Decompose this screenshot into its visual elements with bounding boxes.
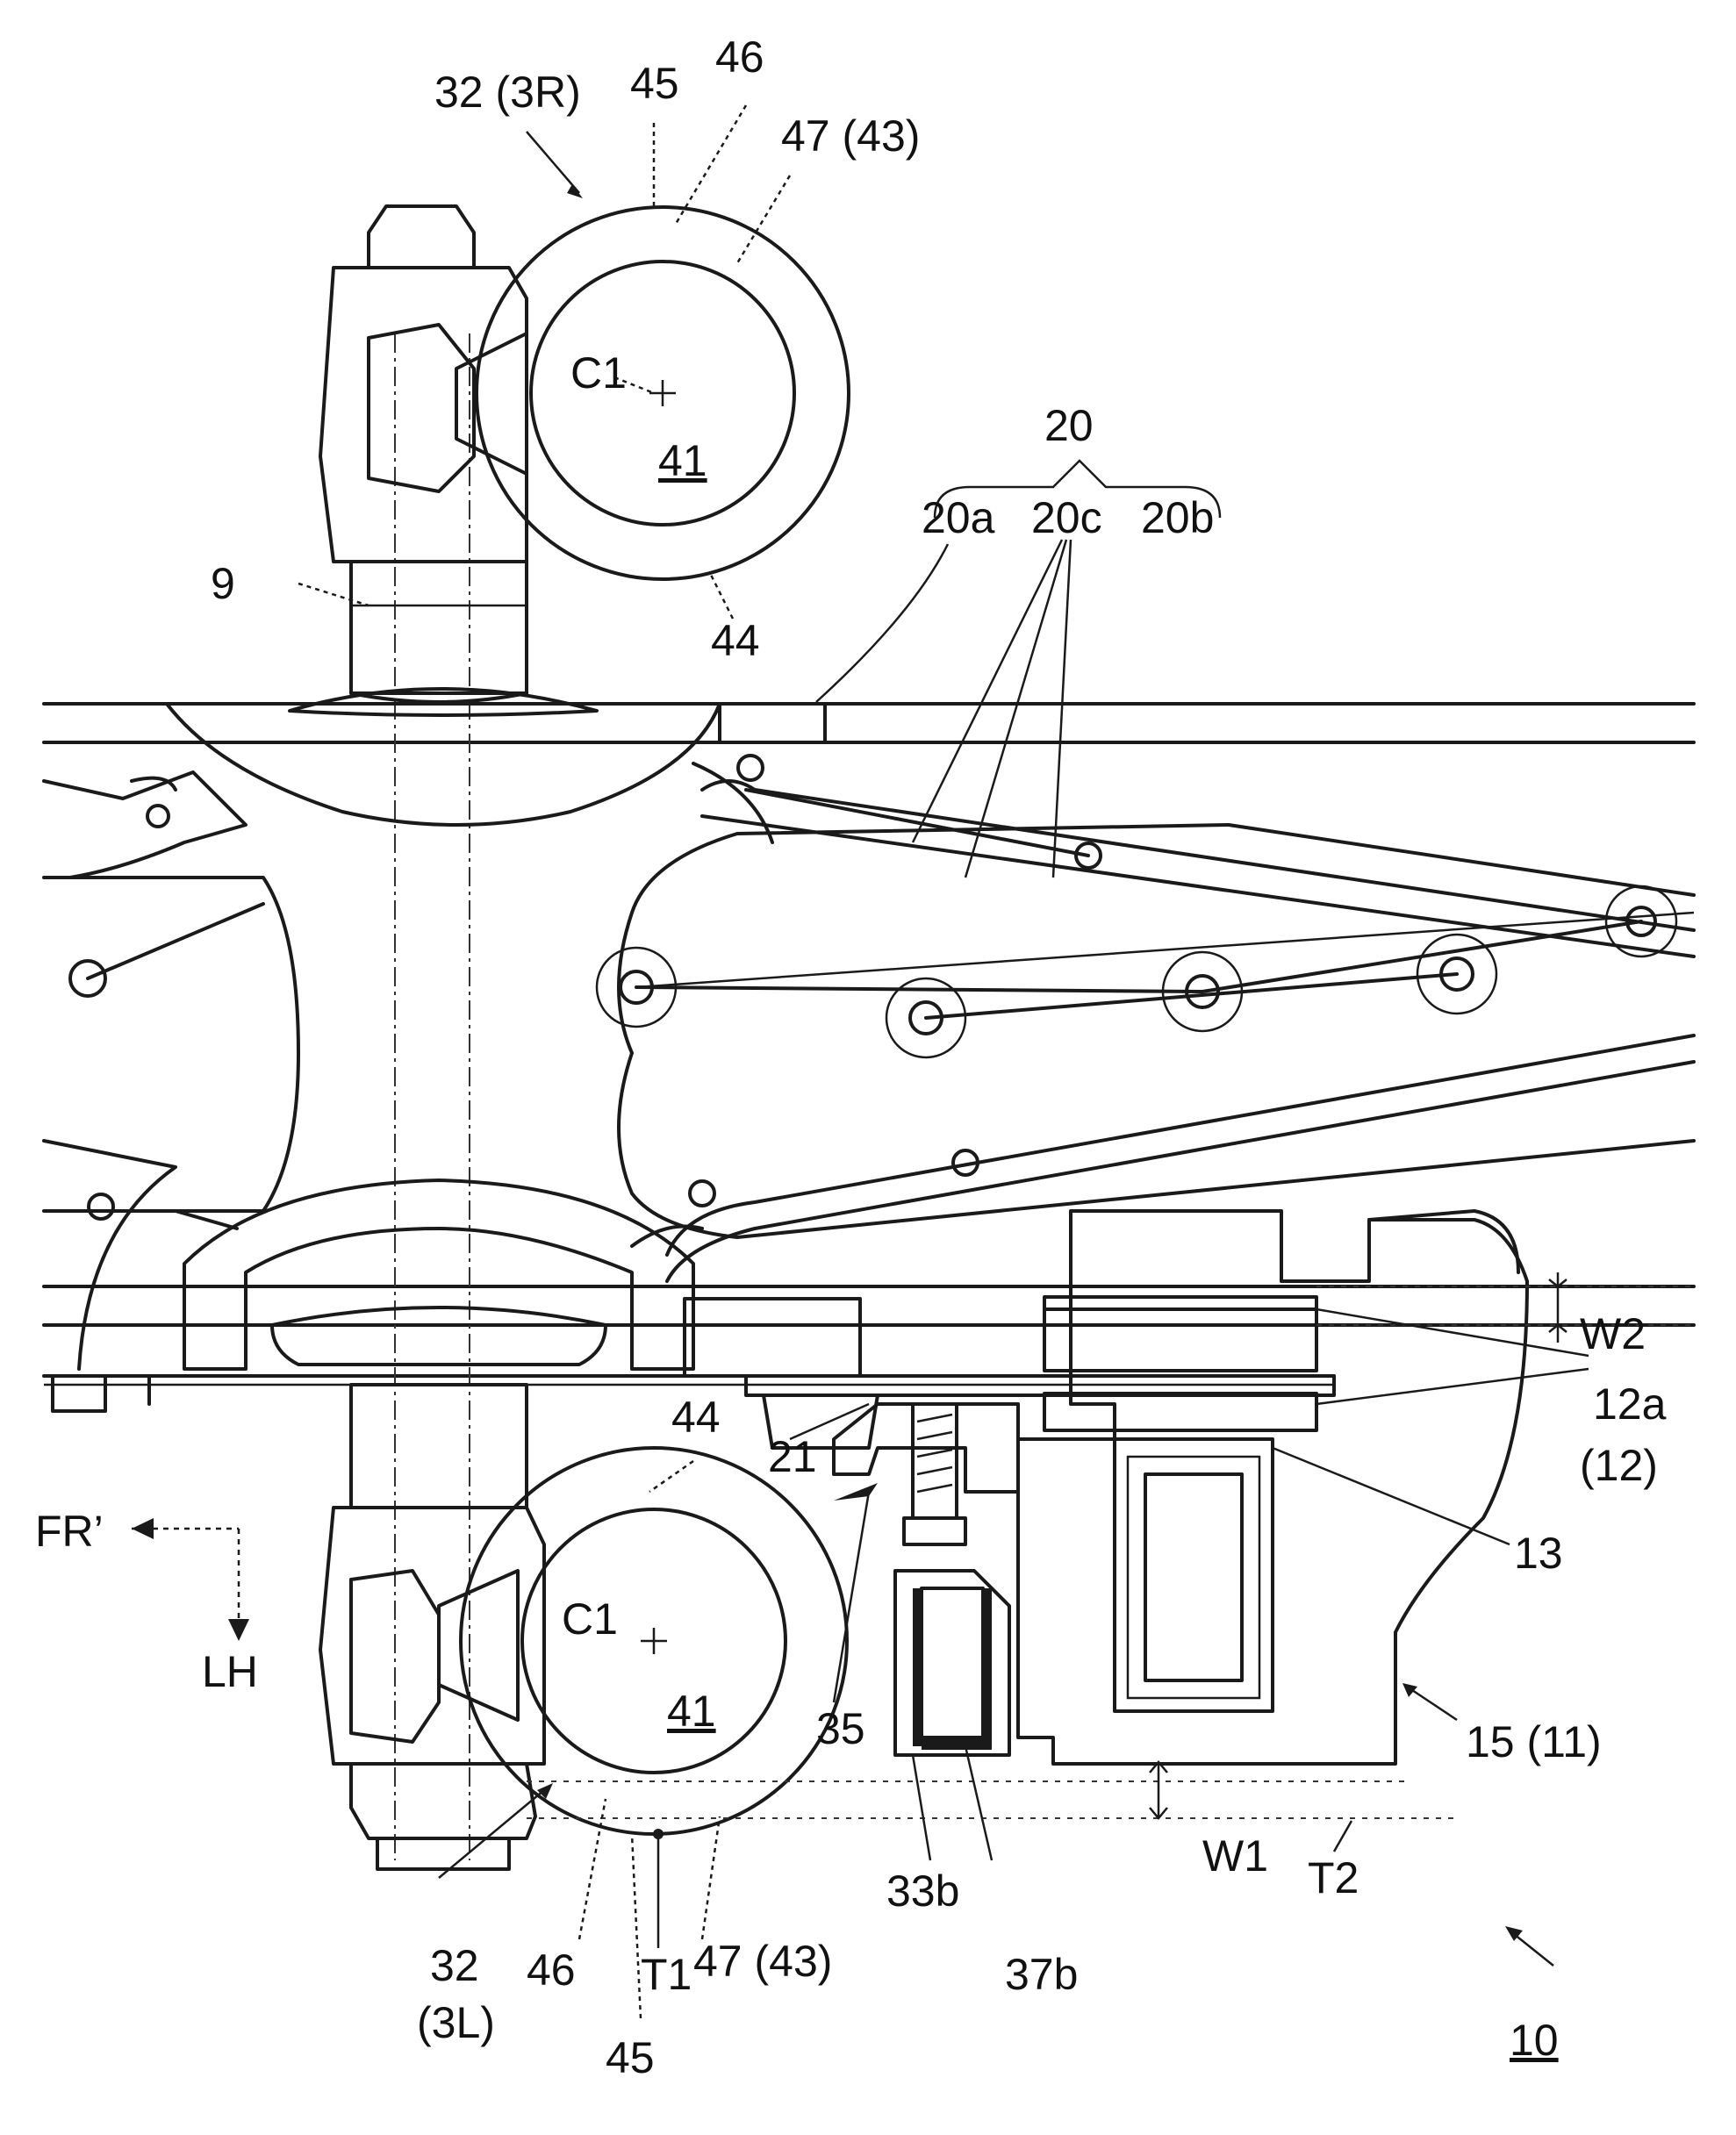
label-FR: FR’ [35,1509,104,1553]
top-tube-32-3R [456,207,849,579]
label-C1-bot: C1 [562,1597,618,1641]
label-45-bot: 45 [606,2036,655,2080]
label-W2: W2 [1580,1312,1646,1356]
label-46-bot: 46 [527,1948,576,1992]
label-37b: 37b [1005,1952,1078,1996]
label-12a: 12a [1593,1382,1666,1426]
label-C1-top: C1 [570,351,627,395]
label-35: 35 [816,1707,865,1751]
lower-bolt [320,1385,544,1869]
label-20: 20 [1044,404,1094,448]
label-41-top: 41 [658,439,707,483]
label-13: 13 [1514,1531,1563,1575]
label-15-11: 15 (11) [1466,1720,1602,1764]
upper-saddle [167,689,825,825]
label-47-43-bot: 47 (43) [693,1939,832,1983]
direction-arrows [132,1518,249,1641]
label-20a: 20a [922,496,994,540]
label-45-top: 45 [630,61,679,105]
label-44-bot: 44 [671,1395,721,1439]
label-T1: T1 [641,1952,692,1996]
label-LH: LH [202,1650,258,1694]
label-46-top: 46 [715,35,764,79]
label-3L: (3L) [417,2001,495,2045]
label-20c: 20c [1031,496,1102,540]
bracket-15-11 [685,1211,1527,1764]
label-12: (12) [1580,1444,1658,1487]
label-44-top: 44 [711,619,760,663]
label-20b: 20b [1141,496,1214,540]
label-T2: T2 [1308,1856,1359,1900]
label-W1: W1 [1202,1834,1268,1878]
label-21: 21 [768,1435,817,1479]
label-10: 10 [1510,2018,1559,2062]
label-33b: 33b [886,1869,959,1913]
label-32-3R: 32 (3R) [434,70,581,114]
top-bolt-9 [320,206,527,702]
left-frame-body [44,772,298,1369]
label-41-bot: 41 [667,1689,716,1733]
label-9: 9 [211,562,235,605]
label-32-bot: 32 [430,1944,479,1988]
central-frame-body [597,763,1694,1237]
label-47-43-top: 47 (43) [781,114,920,158]
